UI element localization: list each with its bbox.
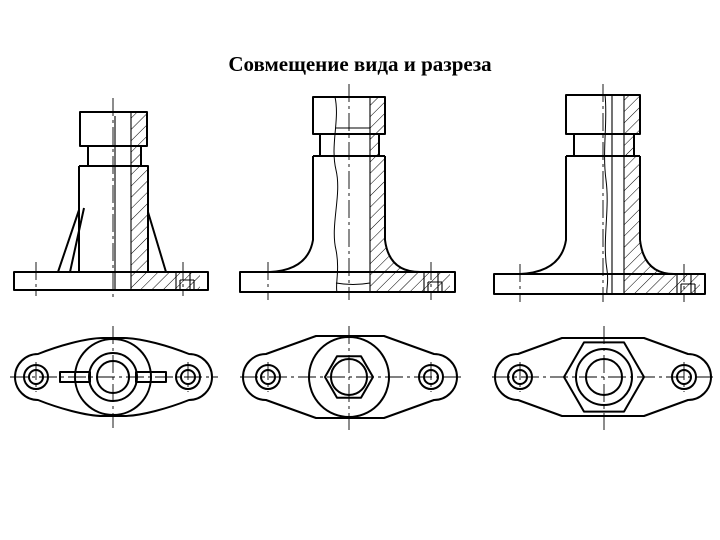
top-view-1 [10, 326, 218, 428]
front-view-3 [493, 84, 706, 302]
front-view-2 [239, 84, 456, 300]
top-view-2 [240, 326, 462, 430]
page-title: Совмещение вида и разреза [228, 52, 492, 76]
front-view-1 [13, 98, 209, 298]
top-view-3 [492, 326, 714, 430]
